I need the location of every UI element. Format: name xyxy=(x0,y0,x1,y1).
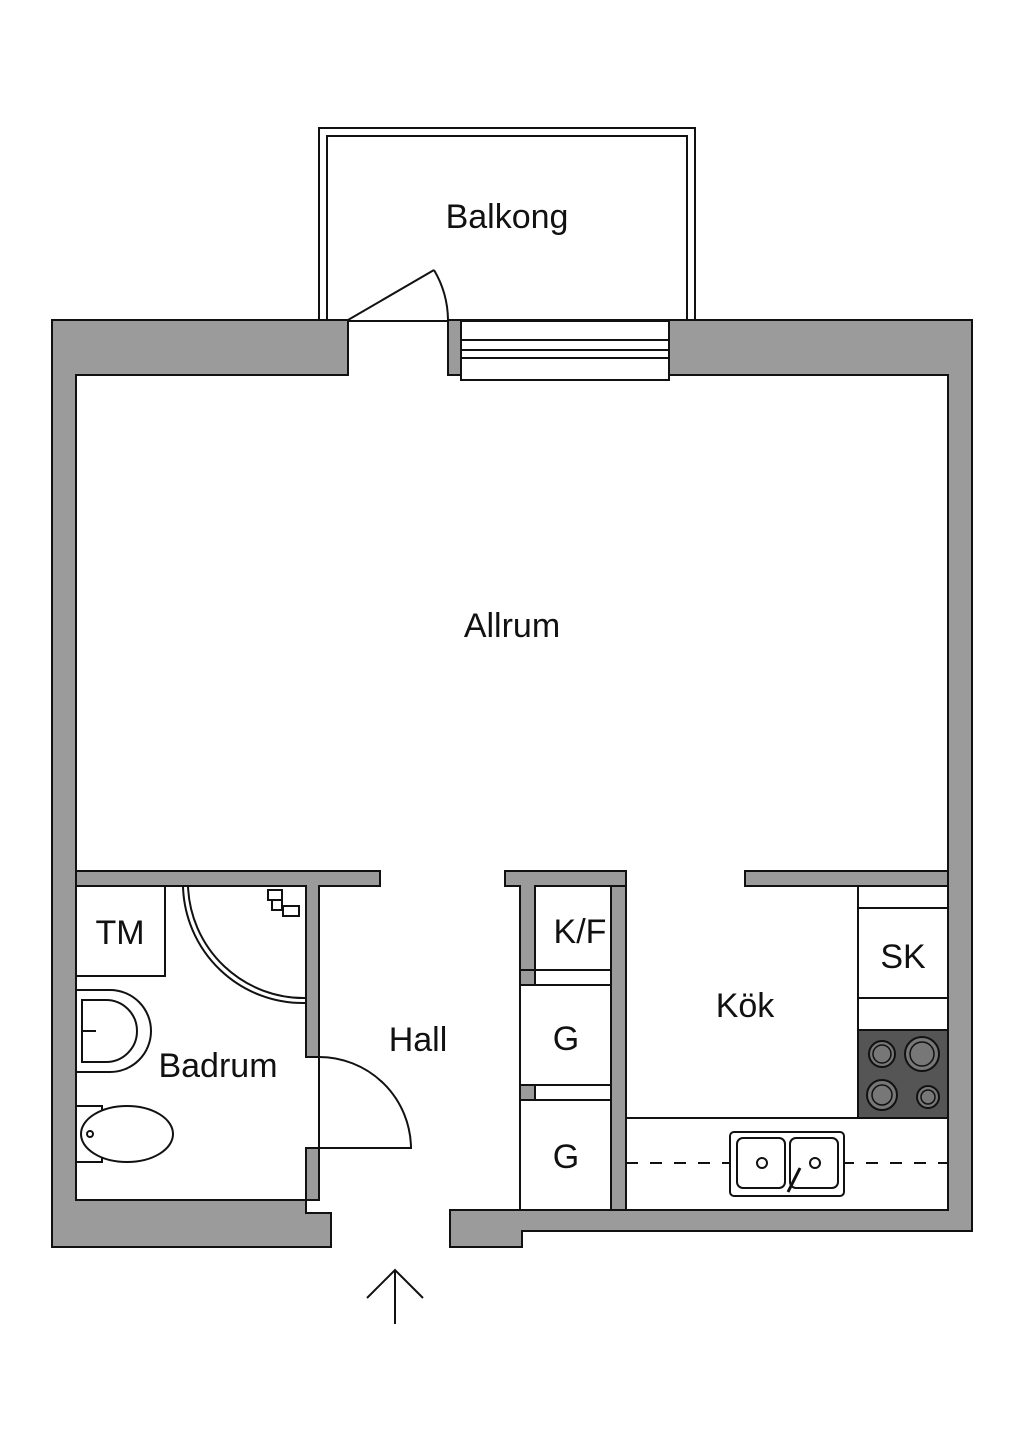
stove-icon xyxy=(857,1029,949,1119)
kitchen-cabinet-label: SK xyxy=(880,938,926,976)
bathroom-fixtures: TM xyxy=(75,885,307,1163)
room-label-hall: Hall xyxy=(389,1021,448,1059)
wardrobe-2-box xyxy=(519,1099,612,1211)
shower-screen xyxy=(182,885,307,1005)
kitchen-sink-icon xyxy=(729,1131,845,1197)
up-arrow-icon xyxy=(366,1268,424,1324)
wardrobe-2-label: G xyxy=(553,1138,579,1176)
room-label-kitchen: Kök xyxy=(716,987,776,1025)
washer-label: TM xyxy=(95,914,144,952)
washer-box xyxy=(75,885,166,977)
closets: K/F G G xyxy=(519,885,612,1211)
room-label-bathroom: Badrum xyxy=(158,1047,277,1085)
fridge-freezer-label: K/F xyxy=(554,913,607,951)
room-label-balcony: Balkong xyxy=(446,198,569,236)
balcony-door xyxy=(347,269,449,321)
balcony-window xyxy=(460,319,670,381)
wardrobe-1-label: G xyxy=(553,1020,579,1058)
sink-icon xyxy=(75,989,152,1073)
toilet-icon xyxy=(75,1105,174,1163)
hall-door xyxy=(318,1056,413,1149)
fridge-freezer-box xyxy=(534,885,612,971)
outer-walls xyxy=(51,319,973,1248)
room-label-living: Allrum xyxy=(464,607,560,645)
kitchen-fixtures: SK xyxy=(625,885,949,1211)
shower-head-icon xyxy=(267,889,300,917)
wardrobe-1-box xyxy=(519,984,612,1086)
